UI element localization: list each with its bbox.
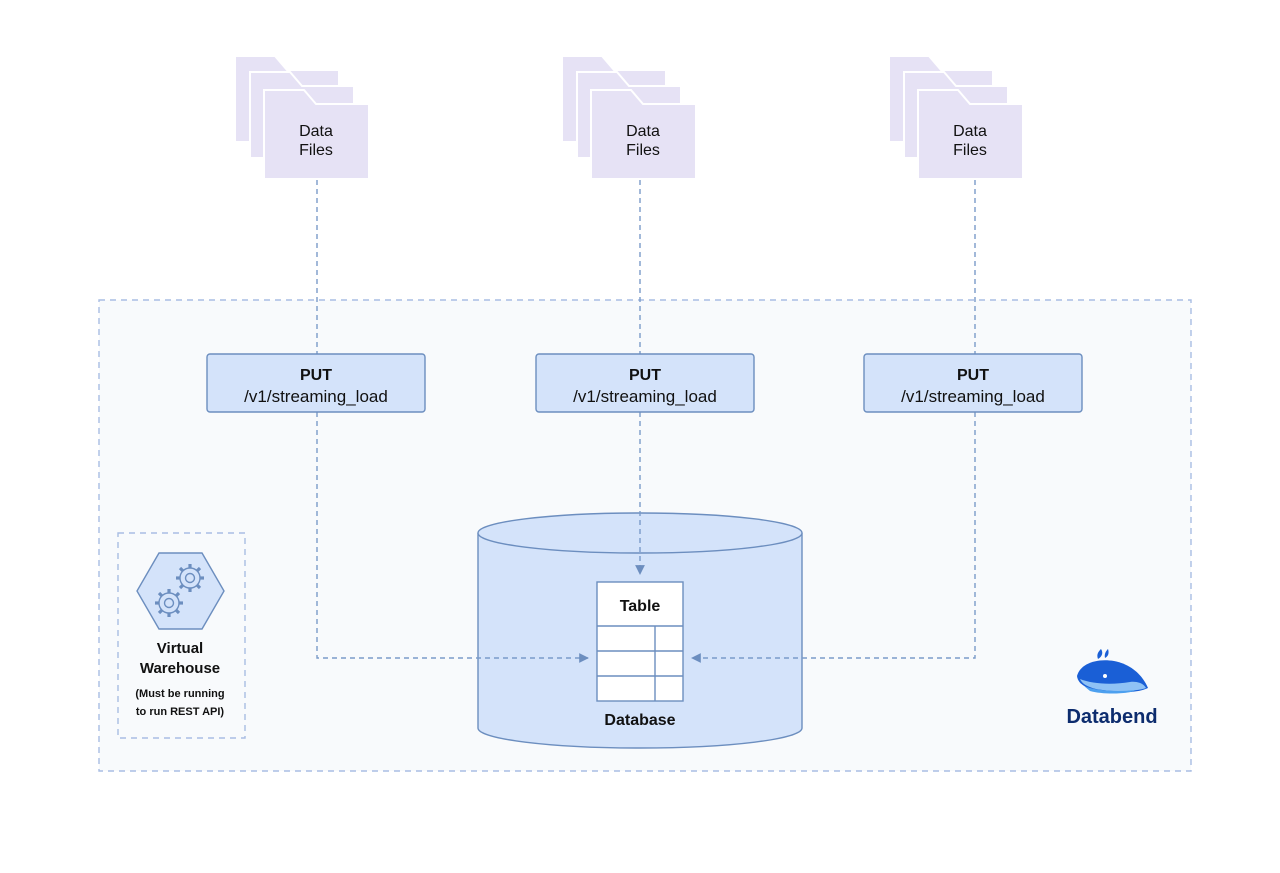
folder-label-line2: Files (626, 142, 660, 159)
endpoint-path: /v1/streaming_load (573, 387, 717, 406)
table-grid: Table (596, 581, 684, 702)
endpoint-method: PUT (957, 367, 989, 384)
put-endpoint-2: PUT /v1/streaming_load (535, 353, 755, 413)
endpoint-path: /v1/streaming_load (244, 387, 388, 406)
endpoint-method: PUT (629, 367, 661, 384)
folder-stack-icon (561, 55, 697, 180)
database-label: Database (604, 712, 675, 729)
folder-stack-icon (888, 55, 1024, 180)
virtual-warehouse: Virtual Warehouse (Must be running to ru… (117, 532, 246, 739)
warehouse-note-line2: to run REST API) (136, 706, 225, 718)
endpoint-path: /v1/streaming_load (901, 387, 1045, 406)
folder-stack-icon (234, 55, 370, 180)
folder-label-line2: Files (299, 142, 333, 159)
endpoint-method: PUT (300, 367, 332, 384)
put-endpoint-1: PUT /v1/streaming_load (206, 353, 426, 413)
warehouse-note-line1: (Must be running (135, 688, 224, 700)
folder-label-line1: Data (626, 123, 660, 140)
folder-label-line1: Data (953, 123, 987, 140)
warehouse-title-line1: Virtual (157, 640, 203, 657)
connector-put3-to-table (691, 412, 976, 663)
put-endpoint-3: PUT /v1/streaming_load (863, 353, 1083, 413)
data-files-folder-2: Data Files (561, 55, 697, 180)
folder-label-line1: Data (299, 123, 333, 140)
gears-hexagon-icon (136, 552, 225, 630)
data-files-folder-1: Data Files (234, 55, 370, 180)
folder-label-line2: Files (953, 142, 987, 159)
table-label: Table (620, 598, 661, 615)
warehouse-title-line2: Warehouse (140, 660, 220, 677)
brand-name: Databend (1066, 706, 1157, 728)
data-files-folder-3: Data Files (888, 55, 1024, 180)
databend-whale-icon (1077, 649, 1148, 694)
connector-put1-to-table (316, 412, 589, 663)
databend-logo: Databend (1066, 649, 1158, 728)
